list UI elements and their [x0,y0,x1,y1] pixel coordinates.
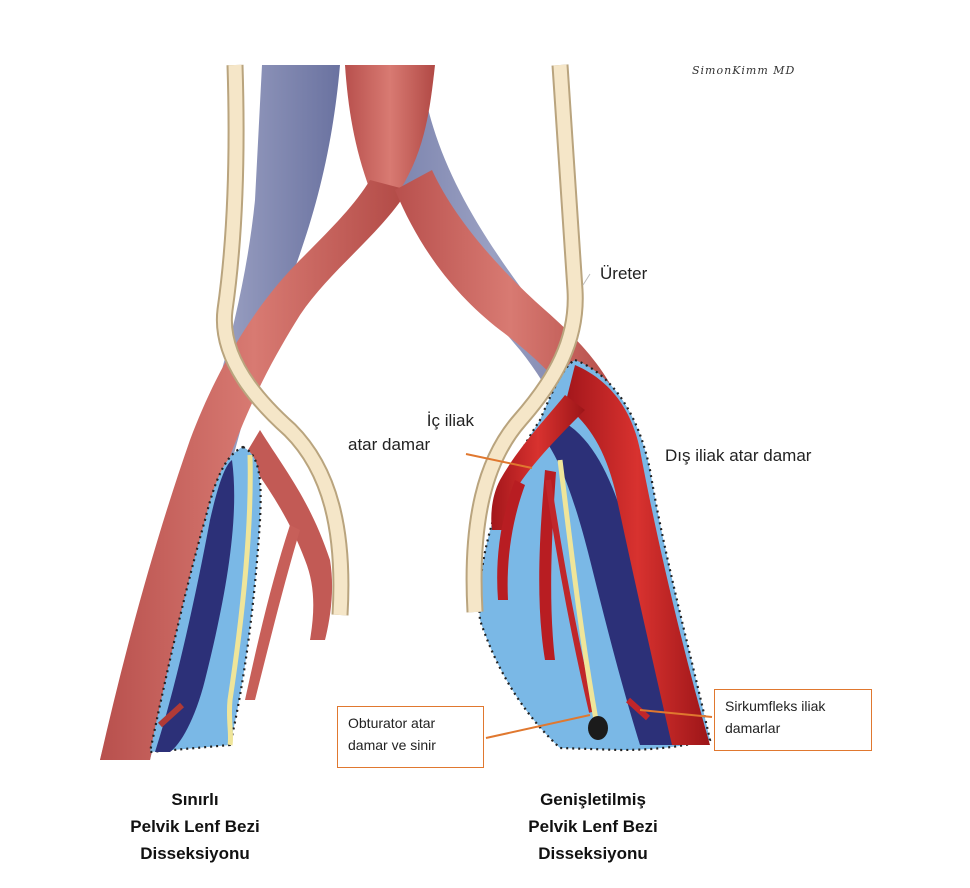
right-iliac-vein-deep [545,420,680,745]
leader-ureter [582,273,591,286]
right-branch-a [497,480,525,600]
caption-extended-dissection: Genişletilmiş Pelvik Lenf Bezi Disseksiy… [478,786,708,867]
label-internal-iliac-line1: İç iliak [426,411,474,430]
label-external-iliac: Dış iliak atar damar [665,446,812,465]
aorta [345,65,435,190]
left-obturator-nerve [226,454,253,746]
right-external-iliac-artery [565,365,710,745]
label-internal-iliac-line2: atar damar [348,435,431,454]
left-internal-iliac-branch [245,430,333,640]
obturator-line2: damar ve sinir [348,737,436,753]
right-obturator-nerve [557,459,599,721]
left-circumflex-vessel [157,702,185,728]
label-box-obturator: Obturator atar damar ve sinir [337,706,484,768]
caption-limited-line1: Sınırlı [171,790,219,809]
caption-extended-line1: Genişletilmiş [540,790,646,809]
obturator-foramen-dot [588,716,608,740]
right-circumflex-vessel [625,697,651,721]
right-internal-iliac-artery [491,395,585,530]
caption-limited-dissection: Sınırlı Pelvik Lenf Bezi Disseksiyonu [80,786,310,867]
label-box-circumflex: Sirkumfleks iliak damarlar [714,689,872,751]
leader-internal-iliac [465,453,533,469]
circumflex-line1: Sirkumfleks iliak [725,698,826,714]
caption-extended-line2: Pelvik Lenf Bezi [528,817,658,836]
left-branch-2 [245,525,300,700]
caption-extended-line3: Disseksiyonu [538,844,648,863]
right-obturator-artery [545,479,595,713]
leader-circumflex [639,709,713,718]
caption-limited-line2: Pelvik Lenf Bezi [130,817,260,836]
circumflex-line2: damarlar [725,720,781,736]
caption-limited-line3: Disseksiyonu [140,844,250,863]
leader-obturator [485,714,591,739]
artist-signature: SimonKimm MD [692,64,796,77]
left-deep-vein [155,460,235,752]
obturator-line1: Obturator atar [348,715,436,731]
left-common-iliac-artery [100,180,408,760]
label-ureter: Üreter [600,264,648,283]
